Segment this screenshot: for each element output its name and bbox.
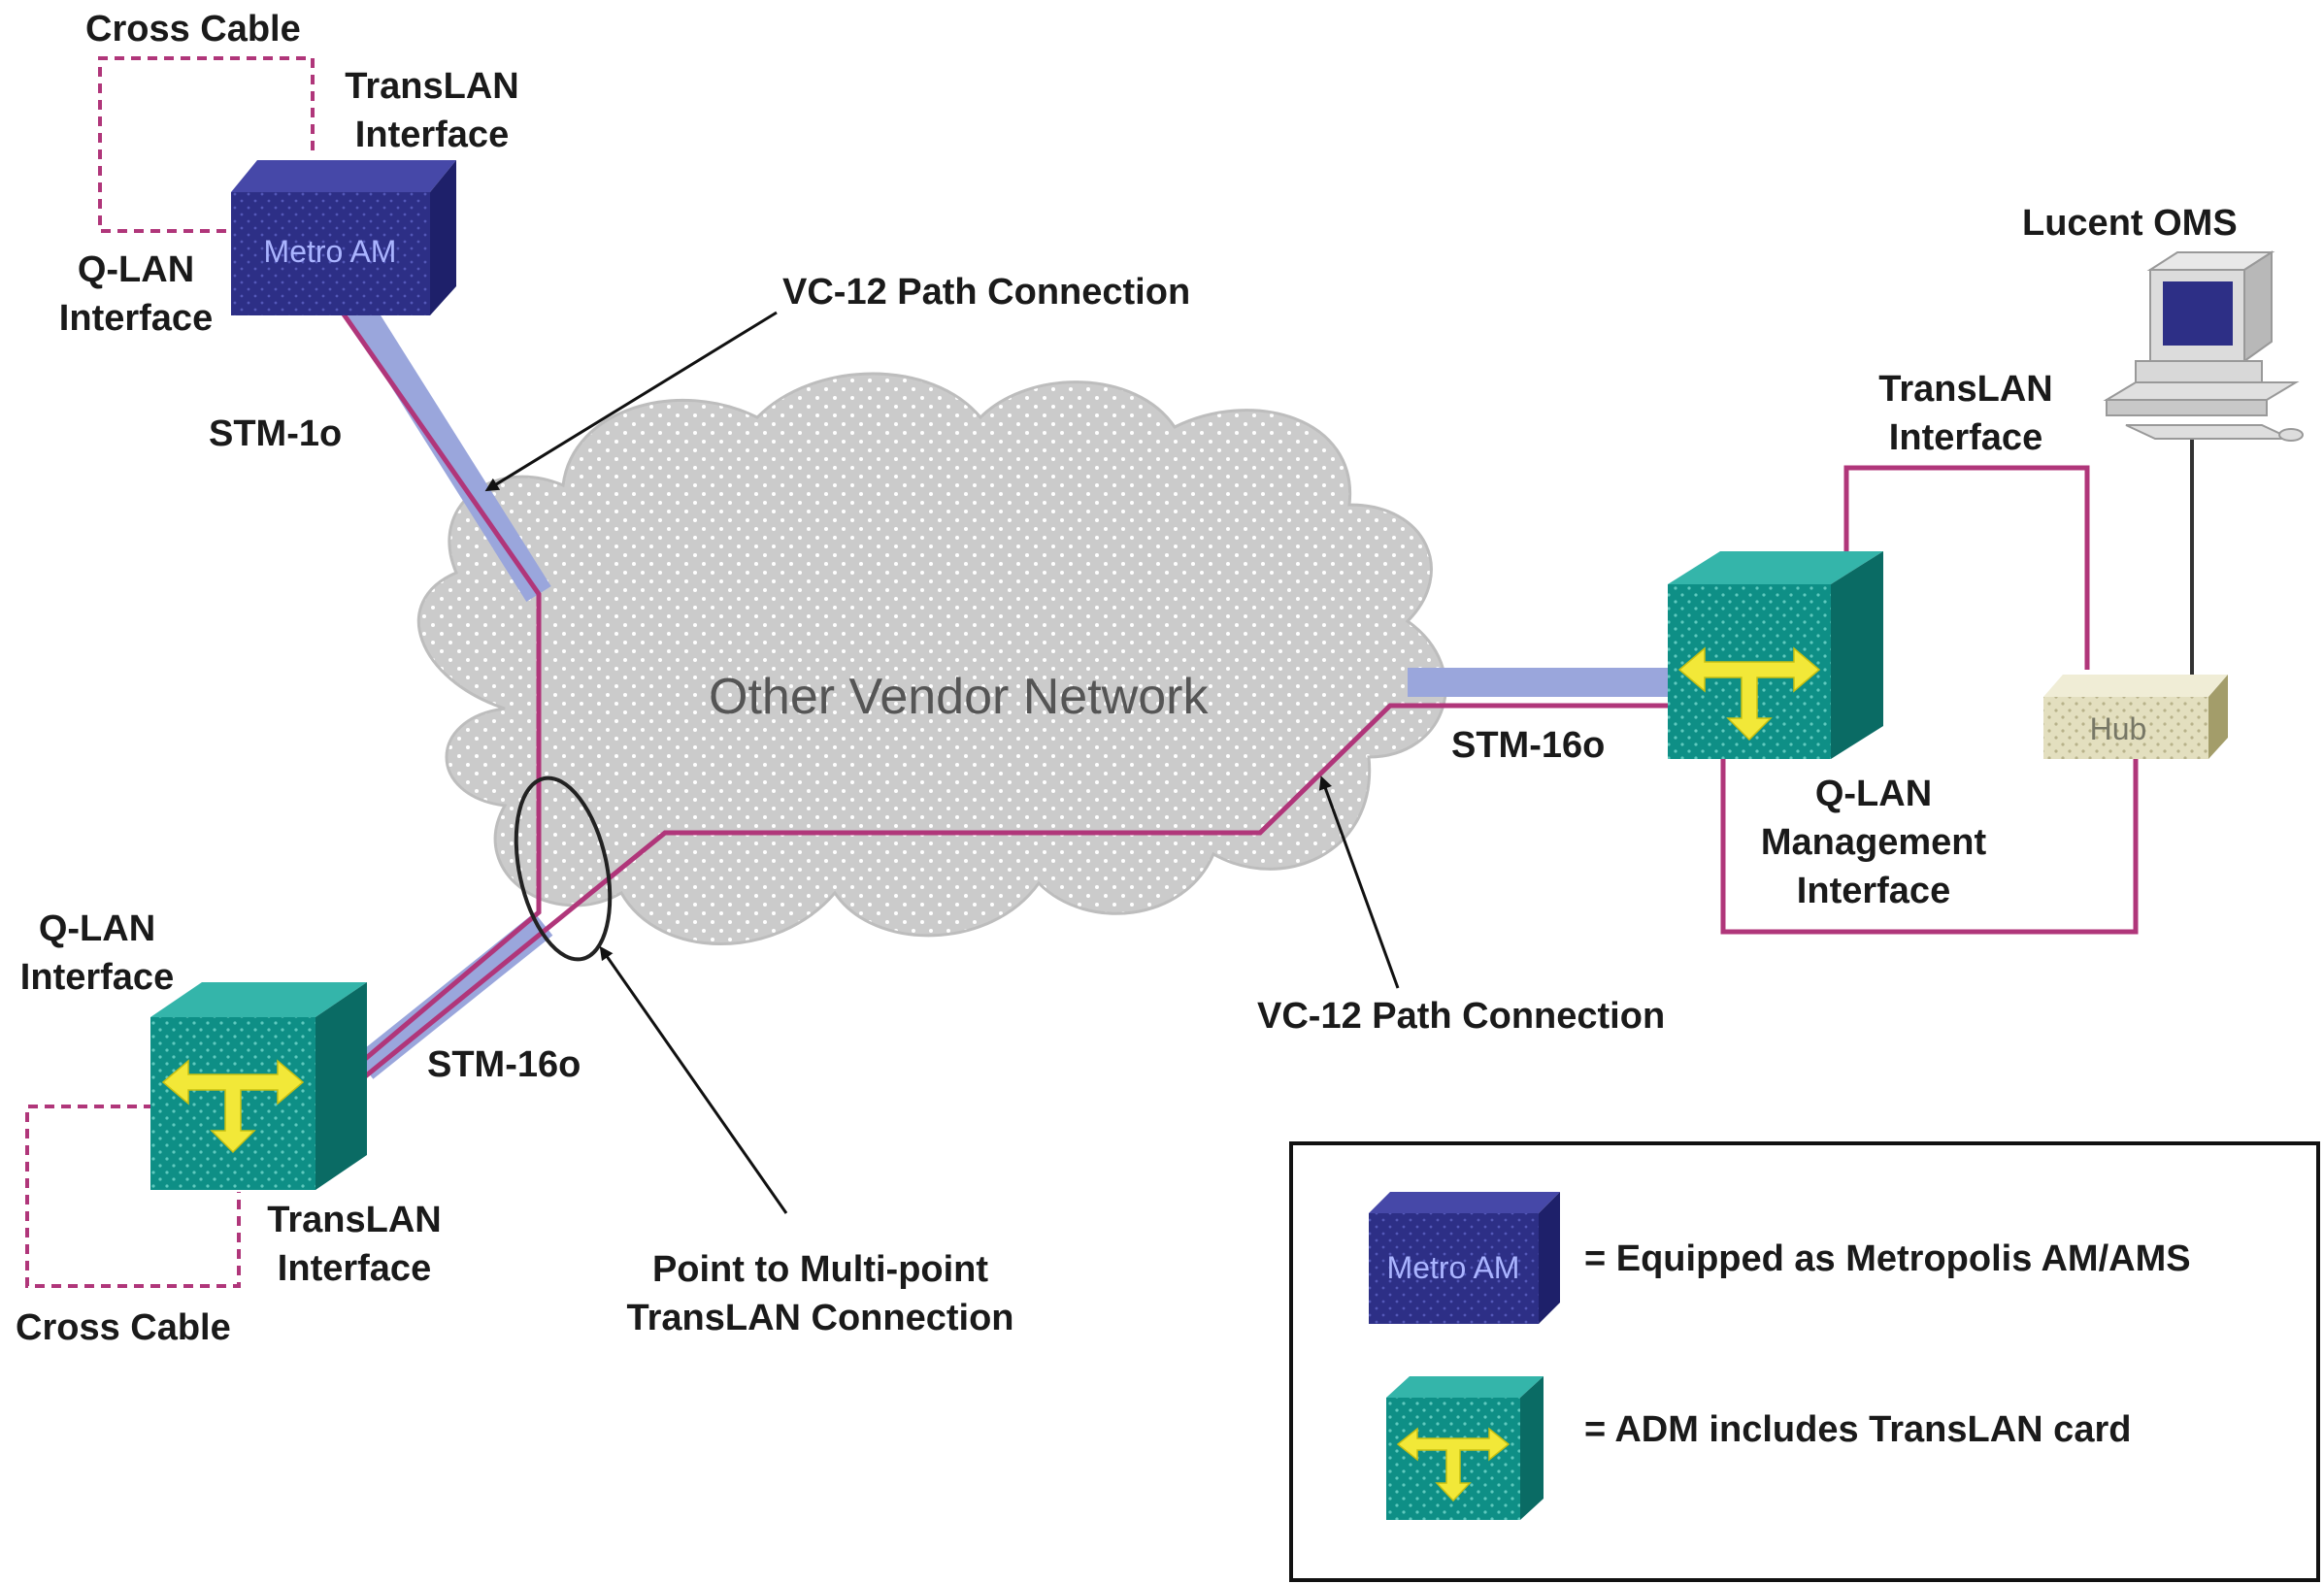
- translan-right-line2: Interface: [1888, 417, 2043, 458]
- qlan-top-line2: Interface: [58, 298, 214, 339]
- qlan-mgmt-line2: Management: [1760, 822, 1987, 863]
- adm-box-right: [1668, 551, 1883, 759]
- translan-top-line1: TransLAN: [345, 66, 519, 107]
- vc12-path-top: [337, 307, 542, 1062]
- qlan-mgmt-lan: [1720, 752, 2139, 935]
- vc12-path-top-label: VC-12 Path Connection: [782, 272, 1191, 313]
- qlan-left-line2: Interface: [19, 957, 175, 998]
- cross-cable-bottom: [25, 1105, 241, 1288]
- translan-left-line2: Interface: [277, 1248, 432, 1289]
- computer-icon: [2103, 250, 2304, 442]
- stm-1o-cable: [347, 301, 551, 602]
- path-connections: [337, 307, 2139, 1079]
- legend-metro-box: Metro AM: [1369, 1192, 1560, 1324]
- p2mp-line2: TransLAN Connection: [626, 1298, 1014, 1338]
- cross-cable-top: [98, 56, 315, 233]
- cross-cable-bottom-label: Cross Cable: [16, 1307, 231, 1348]
- cross-cable-top-label: Cross Cable: [85, 9, 301, 50]
- vc12-path-bottom-label: VC-12 Path Connection: [1257, 996, 1666, 1037]
- translan-right-line1: TransLAN: [1878, 369, 2053, 410]
- other-vendor-network-cloud: [416, 372, 1447, 945]
- stm-16o-right-label: STM-16o: [1451, 725, 1606, 766]
- qlan-top-line1: Q-LAN: [77, 249, 195, 290]
- metro-am-label: Metro AM: [264, 234, 397, 269]
- translan-arrow-icon: [1677, 646, 1821, 742]
- stm-16o-left-cable: [354, 912, 553, 1079]
- cross-cables: [25, 56, 315, 1288]
- stm-1o-label: STM-1o: [209, 413, 343, 454]
- adm-box-left: [150, 982, 367, 1190]
- p2mp-line1: Point to Multi-point: [651, 1249, 989, 1290]
- qlan-mgmt-line1: Q-LAN: [1814, 774, 1933, 814]
- qlan-management-interface-label: Q-LAN Management Interface: [1728, 770, 2019, 915]
- legend-metro-text: = Equipped as Metropolis AM/AMS: [1584, 1238, 2191, 1279]
- qlan-interface-left-label: Q-LAN Interface: [0, 905, 194, 1002]
- translan-arrow-icon: [1396, 1427, 1511, 1502]
- hub-box: Hub: [2043, 675, 2228, 759]
- legend-metro-label: Metro AM: [1387, 1250, 1520, 1285]
- vc12-path-bottom: [362, 703, 1675, 1079]
- hub-label: Hub: [2090, 711, 2147, 746]
- legend-adm-text: = ADM includes TransLAN card: [1584, 1409, 2132, 1450]
- qlan-interface-top-label: Q-LAN Interface: [39, 246, 233, 343]
- metro-am-box: Metro AM: [231, 160, 456, 315]
- pointer-arrows: [484, 311, 1400, 1214]
- translan-lan-right: [1843, 465, 2090, 670]
- cloud-label: Other Vendor Network: [709, 669, 1209, 725]
- translan-arrow-icon: [161, 1059, 305, 1154]
- translan-interface-right-label: TransLAN Interface: [1849, 365, 2082, 462]
- lucent-oms-label: Lucent OMS: [2022, 203, 2238, 244]
- stm-cables: [347, 301, 1675, 1079]
- translan-left-line1: TransLAN: [267, 1200, 442, 1240]
- point-to-multipoint-label: Point to Multi-point TransLAN Connection: [582, 1245, 1058, 1342]
- translan-top-line2: Interface: [354, 115, 510, 155]
- point-to-multipoint-ellipse: [514, 776, 613, 962]
- legend-adm-box: [1386, 1376, 1544, 1520]
- legend: Metro AM: [1289, 1141, 2320, 1582]
- qlan-mgmt-line3: Interface: [1796, 871, 1951, 911]
- translan-interface-left-label: TransLAN Interface: [243, 1196, 466, 1293]
- stm-16o-left-label: STM-16o: [427, 1044, 581, 1085]
- translan-interface-top-label: TransLAN Interface: [320, 62, 544, 159]
- qlan-left-line1: Q-LAN: [38, 908, 156, 949]
